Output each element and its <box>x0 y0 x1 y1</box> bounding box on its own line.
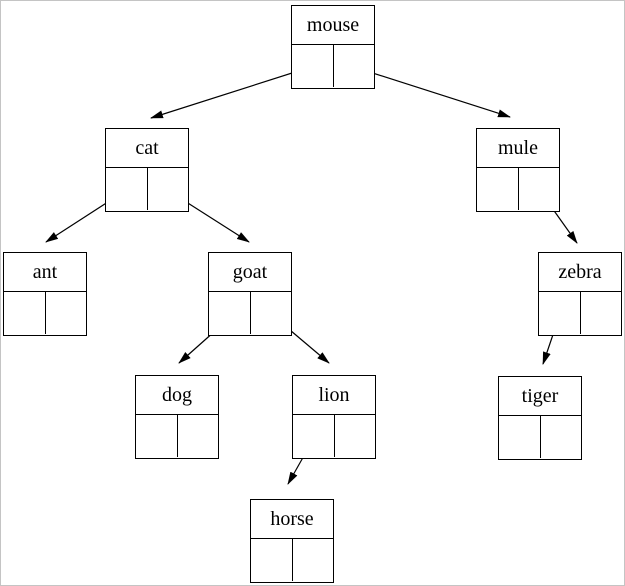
right-pointer-cell <box>251 292 292 334</box>
tree-node-ant: ant <box>3 252 87 336</box>
tree-node-cat: cat <box>105 128 189 212</box>
pointer-cells <box>136 415 218 457</box>
right-pointer-cell <box>178 415 219 457</box>
right-pointer-cell <box>519 168 560 210</box>
pointer-cells <box>499 416 581 458</box>
left-pointer-cell <box>539 292 581 334</box>
tree-node-dog: dog <box>135 375 219 459</box>
right-pointer-cell <box>335 415 376 457</box>
pointer-cells <box>293 415 375 457</box>
right-pointer-cell <box>581 292 622 334</box>
right-pointer-cell <box>541 416 582 458</box>
pointer-cells <box>477 168 559 210</box>
tree-node-label-mouse: mouse <box>292 6 374 45</box>
left-pointer-cell <box>499 416 541 458</box>
pointer-cells <box>292 45 374 87</box>
right-pointer-cell <box>46 292 87 334</box>
left-pointer-cell <box>477 168 519 210</box>
tree-node-mouse: mouse <box>291 5 375 89</box>
pointer-cells <box>106 168 188 210</box>
right-pointer-cell <box>334 45 375 87</box>
tree-node-label-goat: goat <box>209 253 291 292</box>
tree-node-label-mule: mule <box>477 129 559 168</box>
right-pointer-cell <box>293 539 334 581</box>
tree-node-horse: horse <box>250 499 334 583</box>
left-pointer-cell <box>106 168 148 210</box>
tree-node-lion: lion <box>292 375 376 459</box>
tree-node-label-lion: lion <box>293 376 375 415</box>
tree-node-tiger: tiger <box>498 376 582 460</box>
tree-node-label-cat: cat <box>106 129 188 168</box>
tree-node-label-horse: horse <box>251 500 333 539</box>
tree-node-label-tiger: tiger <box>499 377 581 416</box>
pointer-cells <box>539 292 621 334</box>
pointer-cells <box>251 539 333 581</box>
pointer-cells <box>4 292 86 334</box>
left-pointer-cell <box>4 292 46 334</box>
tree-node-zebra: zebra <box>538 252 622 336</box>
left-pointer-cell <box>292 45 334 87</box>
tree-node-label-zebra: zebra <box>539 253 621 292</box>
pointer-cells <box>209 292 291 334</box>
edge-mouse-right-to-mule <box>353 66 511 118</box>
right-pointer-cell <box>148 168 189 210</box>
edge-mouse-left-to-cat <box>150 65 315 119</box>
left-pointer-cell <box>251 539 293 581</box>
tree-node-label-dog: dog <box>136 376 218 415</box>
left-pointer-cell <box>293 415 335 457</box>
tree-node-mule: mule <box>476 128 560 212</box>
tree-node-label-ant: ant <box>4 253 86 292</box>
left-pointer-cell <box>136 415 178 457</box>
left-pointer-cell <box>209 292 251 334</box>
tree-node-goat: goat <box>208 252 292 336</box>
